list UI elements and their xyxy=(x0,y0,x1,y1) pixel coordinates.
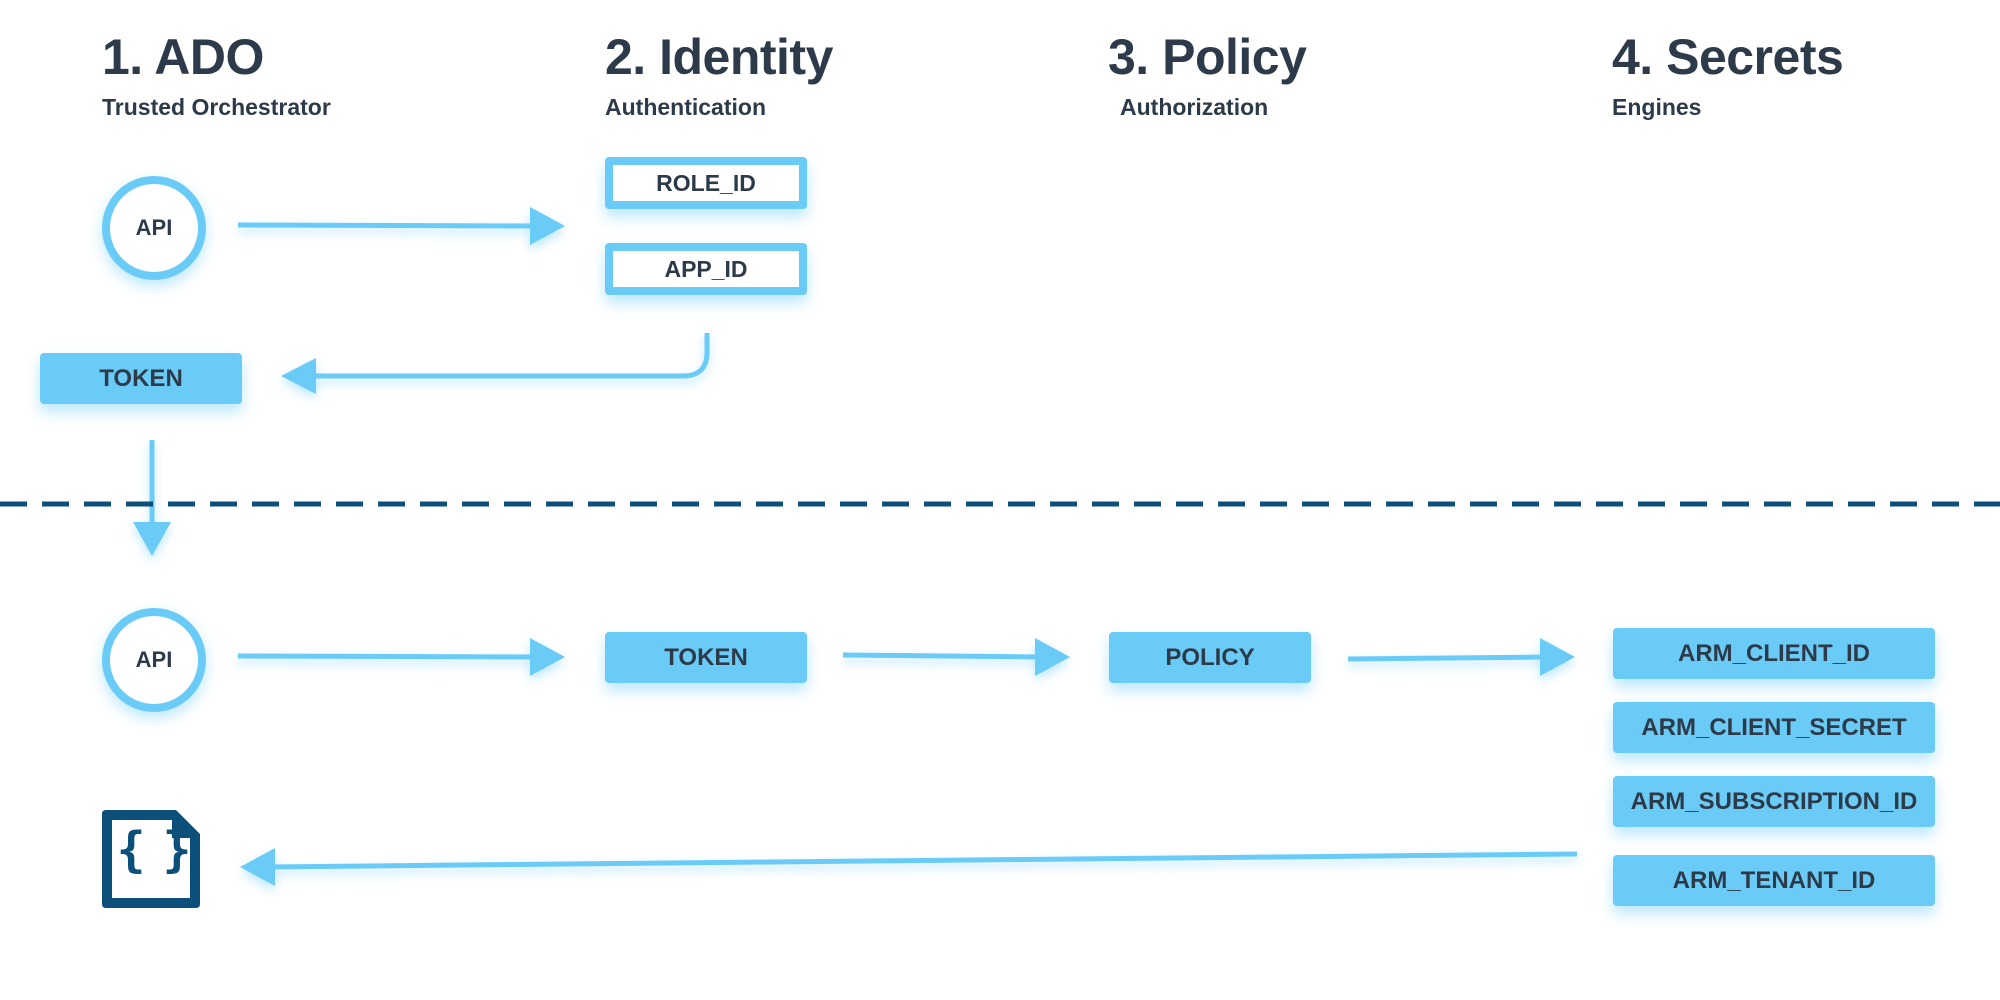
column-subtitle-identity: Authentication xyxy=(605,94,766,120)
column-subtitle-secrets: Engines xyxy=(1612,94,1702,120)
arrowhead-token-down xyxy=(133,522,171,556)
column-title-ado: 1. ADO xyxy=(102,29,264,85)
app-id-box: APP_ID xyxy=(605,243,807,295)
policy-label: POLICY xyxy=(1165,643,1255,671)
token-top-label: TOKEN xyxy=(99,364,183,392)
column-subtitle-ado: Trusted Orchestrator xyxy=(102,94,331,120)
arrow-api-to-identity xyxy=(237,222,541,229)
secret-client-id-label: ARM_CLIENT_ID xyxy=(1677,639,1870,667)
column-subtitle-policy: Authorization xyxy=(1120,94,1269,120)
role-id-box: ROLE_ID xyxy=(605,157,807,209)
arrowhead-api2-to-token2 xyxy=(530,638,565,676)
json-braces-glyph: { } xyxy=(116,822,192,878)
column-title-policy: 3. Policy xyxy=(1108,29,1307,85)
arrowhead-api-to-identity xyxy=(530,207,565,245)
secret-box-client-id: ARM_CLIENT_ID xyxy=(1613,628,1935,679)
arrow-identity-to-token xyxy=(305,333,710,379)
api-node-top-label: API xyxy=(135,215,173,240)
arrowhead-secrets-to-json xyxy=(240,848,275,886)
arrowhead-token2-to-policy xyxy=(1035,638,1070,676)
secret-tenant-id-label: ARM_TENANT_ID xyxy=(1672,866,1876,894)
arrowhead-policy-to-secrets xyxy=(1540,638,1575,676)
api-node-bottom-label: API xyxy=(135,647,173,672)
token-box-bottom: TOKEN xyxy=(605,632,807,683)
secret-box-tenant-id: ARM_TENANT_ID xyxy=(1613,855,1935,906)
token-box-top: TOKEN xyxy=(40,353,242,404)
api-node-top: API xyxy=(102,176,206,280)
secret-subscription-id-label: ARM_SUBSCRIPTION_ID xyxy=(1630,787,1918,815)
arrow-policy-to-secrets xyxy=(1347,654,1551,662)
json-file-icon: { } xyxy=(98,806,204,912)
api-node-bottom: API xyxy=(102,608,206,712)
token-bottom-label: TOKEN xyxy=(664,643,748,671)
app-id-label: APP_ID xyxy=(664,255,748,282)
arrow-api2-to-token2 xyxy=(237,653,541,660)
column-title-secrets: 4. Secrets xyxy=(1612,29,1844,85)
arrow-secrets-to-json xyxy=(264,851,1578,870)
secret-box-client-secret: ARM_CLIENT_SECRET xyxy=(1613,702,1935,753)
arrowhead-identity-to-token xyxy=(281,358,316,394)
role-id-label: ROLE_ID xyxy=(656,169,756,196)
policy-box: POLICY xyxy=(1109,632,1311,683)
column-title-identity: 2. Identity xyxy=(605,29,833,85)
secret-box-subscription-id: ARM_SUBSCRIPTION_ID xyxy=(1613,776,1935,827)
arrow-token2-to-policy xyxy=(842,652,1046,660)
secret-client-secret-label: ARM_CLIENT_SECRET xyxy=(1641,713,1907,741)
